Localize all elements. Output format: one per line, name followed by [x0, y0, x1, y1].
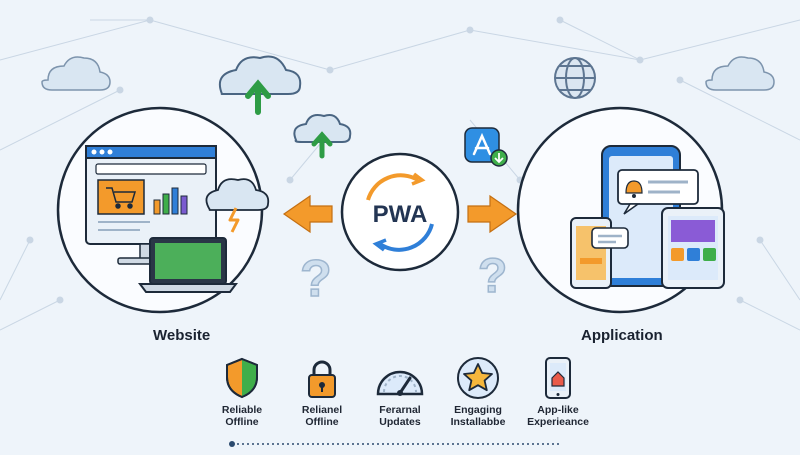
phone-home-icon [545, 357, 571, 399]
bell-icon [625, 180, 643, 198]
feature-line1: Ferarnal [379, 404, 421, 416]
cloud-icon [705, 56, 775, 91]
feature-line2: Experieance [527, 416, 589, 428]
notification-card [617, 169, 699, 215]
application-circle [516, 106, 725, 314]
feature-line2: Offline [225, 416, 259, 428]
lock-icon [308, 360, 336, 398]
cloud-upload-icon [293, 114, 352, 159]
storm-cloud-icon [205, 178, 270, 233]
timeline-divider [229, 441, 560, 447]
application-label: Application [581, 327, 663, 344]
feature-line1: App-like [537, 404, 579, 416]
feature-line2: Installabbe [450, 416, 506, 428]
star-icon [457, 357, 499, 399]
question-mark-icon: ? [478, 250, 507, 303]
pwa-hub: PWA [340, 152, 460, 272]
app-store-icon [464, 127, 508, 167]
cloud-upload-icon [218, 55, 302, 115]
feature-line1: Engaging [454, 404, 502, 416]
feature-line2: Updates [379, 416, 421, 428]
question-mark-icon: ? [300, 250, 332, 308]
feature-line1: Relianel [301, 404, 343, 416]
tablet-icon [661, 207, 725, 289]
website-circle [56, 106, 270, 314]
gauge-icon [376, 370, 424, 396]
shield-icon [226, 357, 258, 399]
cart-icon [106, 187, 137, 209]
pwa-label: PWA [373, 201, 428, 228]
website-label: Website [153, 327, 211, 344]
cloud-icon [41, 56, 111, 91]
arrow-right-icon [467, 194, 518, 234]
feature-line2: Offline [305, 416, 339, 428]
globe-icon [554, 57, 596, 99]
laptop-icon [138, 237, 238, 293]
feature-line1: Reliable [221, 404, 263, 416]
bar-chart-icon [153, 187, 188, 215]
arrow-left-icon [282, 194, 333, 234]
chat-bubble-icon [591, 227, 629, 249]
mobile-device-icon [570, 217, 612, 289]
